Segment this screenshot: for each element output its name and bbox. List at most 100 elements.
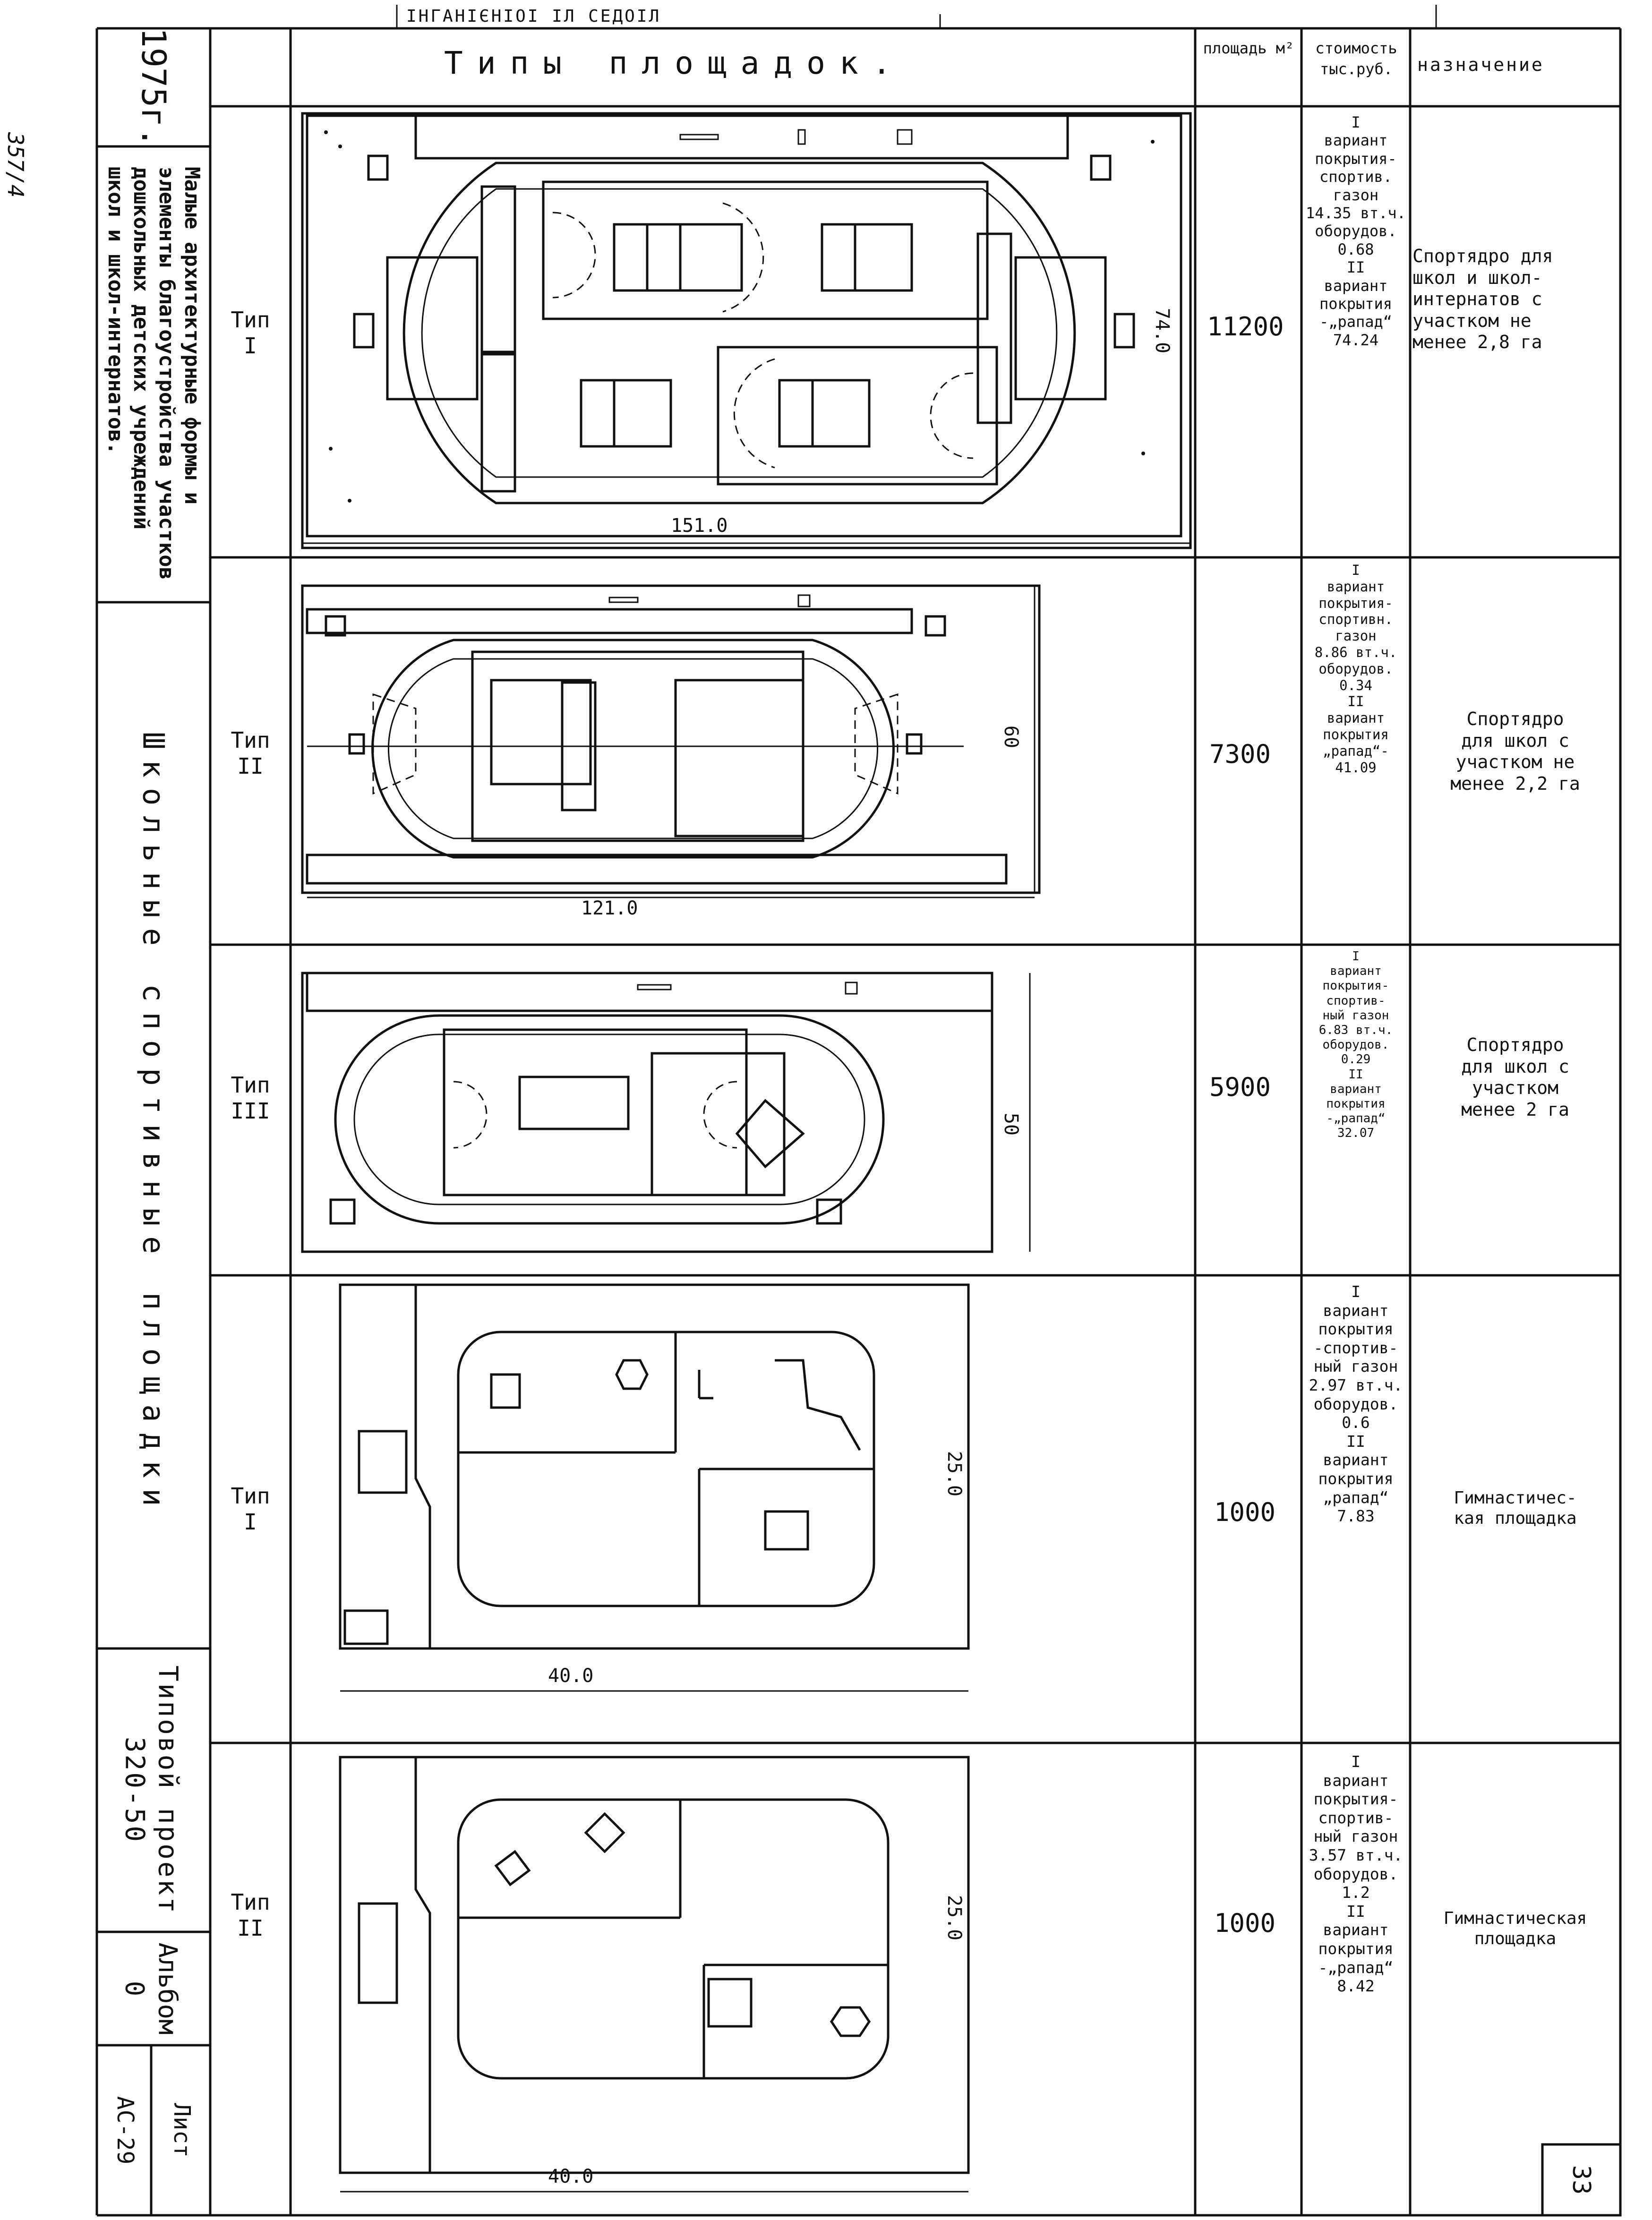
row-3-type-num: III — [231, 1098, 270, 1124]
row-2-area: 7300 — [1209, 739, 1271, 769]
row-2-purpose: Спортядро для школ с участком не менее 2… — [1412, 709, 1618, 794]
row-5-purpose-line: Гимнастическая — [1443, 1909, 1587, 1928]
row-2-cost-line: спортивн. — [1318, 611, 1393, 628]
project-number: 320-50 — [119, 1736, 150, 1844]
row-1-type-num: I — [244, 333, 257, 359]
row-4-cost-line: -спортив- — [1313, 1338, 1398, 1357]
row-5-area: 1000 — [1214, 1908, 1276, 1938]
row-1-cost-line: 0.68 — [1337, 240, 1374, 258]
main-title: Школьные спортивные площадки — [136, 732, 171, 1517]
row-1-cost-line: покрытия- — [1315, 149, 1397, 168]
row-3-cost-line: спортив- — [1326, 993, 1386, 1008]
row-1-cost-line: вариант — [1324, 276, 1388, 295]
row-2-dim-v: 60 — [1000, 725, 1022, 749]
row-2-type: Тип II — [213, 727, 288, 779]
row-5-purpose-line: площадка — [1474, 1929, 1557, 1949]
row-2-cost-line: покрытия- — [1318, 595, 1393, 611]
plan-gym-type-2 — [339, 1756, 970, 2193]
subject-text: Малые архитектурные формы и элементы бла… — [103, 167, 205, 580]
row-5-type: Тип II — [213, 1889, 288, 1941]
row-4-cost-line: покрытия — [1318, 1320, 1394, 1339]
plan-gym-type-1 — [339, 1283, 970, 1692]
row-5-cost-line: ный газон — [1313, 1827, 1398, 1846]
row-4-cost-line: 0.6 — [1342, 1413, 1370, 1432]
row-1-type: Тип I — [213, 307, 288, 359]
row-4-purpose: Гимнастичес- кая площадка — [1412, 1488, 1618, 1528]
row-4-type-label: Тип — [231, 1483, 270, 1509]
row-1-purpose-line: интернатов с — [1412, 289, 1542, 310]
plan-type-1-large — [301, 112, 1192, 549]
row-4-cost-line: „рапад“ — [1323, 1488, 1389, 1507]
row-2-cost-line: 0.34 — [1339, 677, 1372, 693]
row-3-cost-line: оборудов. — [1322, 1038, 1389, 1052]
project-label: Типовой проект — [152, 1665, 183, 1915]
row-1-purpose-line: менее 2,8 га — [1412, 332, 1542, 353]
row-1-type-label: Тип — [231, 307, 270, 333]
row-1-cost-line: I — [1351, 113, 1361, 131]
row-2-cost-line: газон — [1335, 628, 1377, 644]
row-1-cost-line: покрытия — [1319, 294, 1393, 313]
row-2-purpose-line: Спортядро — [1466, 709, 1564, 729]
row-3-cost-line: 0.29 — [1341, 1052, 1371, 1067]
row-4-dim-v: 25.0 — [943, 1451, 965, 1497]
row-5-cost-line: II — [1346, 1902, 1365, 1921]
row-3-purpose-line: для школ с — [1461, 1056, 1569, 1077]
table-grid — [95, 5, 1622, 2217]
row-2-purpose-line: для школ с — [1461, 730, 1569, 751]
year-label: 1975г. — [134, 27, 173, 147]
row-5-dim-h: 40.0 — [548, 2166, 594, 2187]
row-5-cost-line: 8.42 — [1337, 1977, 1375, 1996]
row-5-cost-line: вариант — [1323, 1921, 1389, 1939]
row-3-cost-line: вариант — [1330, 1082, 1382, 1096]
row-3-dim-v: 50 — [1000, 1112, 1022, 1136]
row-2-cost-line: 41.09 — [1335, 759, 1377, 776]
header-purpose: назначение — [1417, 54, 1544, 75]
row-2-cost-line: I — [1352, 562, 1360, 578]
page-number: 33 — [1567, 2165, 1595, 2195]
row-4-cost-line: 7.83 — [1337, 1507, 1375, 1526]
row-5-cost-line: I — [1351, 1752, 1361, 1771]
row-4-cost-line: вариант — [1323, 1301, 1389, 1320]
row-5-dim-v: 25.0 — [943, 1895, 965, 1941]
row-1-cost-line: 74.24 — [1333, 331, 1379, 349]
album-number: 0 — [120, 1981, 150, 1997]
header-types: Типы площадок. — [444, 45, 906, 81]
row-3-cost-line: вариант — [1330, 964, 1382, 979]
row-1-cost: I вариант покрытия- спортив. газон 14.35… — [1301, 113, 1410, 349]
row-1-dim-v: 74.0 — [1151, 307, 1173, 354]
row-4-type: Тип I — [213, 1483, 288, 1535]
row-1-cost-line: 14.35 вт.ч. — [1306, 204, 1406, 222]
row-3-cost-line: II — [1348, 1067, 1363, 1082]
header-area: площадь м² — [1203, 39, 1294, 57]
row-1-purpose-line: Спортядро для — [1412, 246, 1553, 266]
row-1-cost-line: вариант — [1324, 131, 1388, 150]
row-2-cost-line: II — [1347, 693, 1364, 710]
row-3-area: 5900 — [1209, 1072, 1271, 1102]
row-3-purpose-line: участком — [1472, 1077, 1559, 1099]
row-2-cost-line: покрытия — [1323, 726, 1389, 743]
row-2-type-label: Тип — [231, 727, 270, 753]
row-2-cost: I вариант покрытия- спортивн. газон 8.86… — [1301, 562, 1410, 776]
row-3-purpose-line: менее 2 га — [1461, 1099, 1569, 1120]
row-1-purpose-line: школ и школ- — [1412, 267, 1542, 288]
row-4-area: 1000 — [1214, 1497, 1276, 1527]
subject-line-3: дошкольных детских учреждений — [129, 166, 153, 530]
sheet-label: Лист — [169, 2103, 195, 2158]
row-1-area: 11200 — [1207, 312, 1284, 342]
row-2-cost-line: вариант — [1327, 710, 1385, 726]
row-3-type: Тип III — [213, 1072, 288, 1124]
row-5-cost-line: 3.57 вт.ч. — [1309, 1845, 1403, 1864]
subject-line-1: Малые архитектурные формы и — [180, 166, 204, 505]
row-3-cost: I вариант покрытия- спортив- ный газон 6… — [1301, 949, 1410, 1141]
row-1-cost-line: газон — [1333, 186, 1379, 204]
row-3-type-label: Тип — [231, 1072, 270, 1098]
header-cost: стоимость тыс.руб. — [1315, 39, 1397, 78]
row-4-cost-line: оборудов. — [1313, 1394, 1398, 1413]
row-2-purpose-line: менее 2,2 га — [1450, 773, 1580, 794]
row-4-type-num: I — [244, 1509, 257, 1535]
row-1-dim-h: 151.0 — [671, 515, 728, 537]
row-1-purpose-line: участком не — [1412, 310, 1532, 331]
row-5-cost-line: 1.2 — [1342, 1883, 1370, 1902]
row-4-dim-h: 40.0 — [548, 1665, 594, 1687]
